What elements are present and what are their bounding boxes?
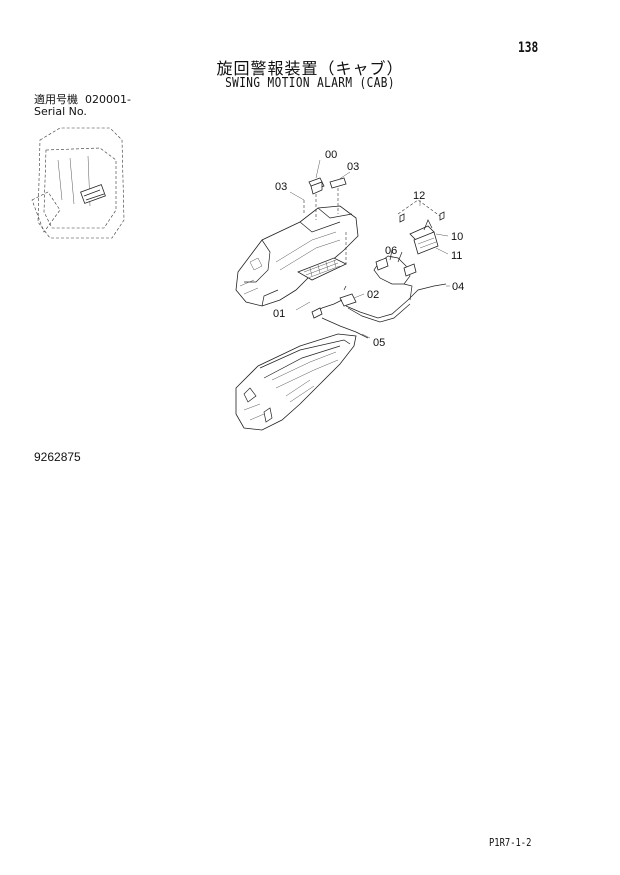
lower-cover <box>235 333 357 431</box>
callout-05: 05 <box>373 337 385 349</box>
leader-02 <box>353 293 365 299</box>
leader-03-right <box>337 171 351 181</box>
panel-01 <box>297 257 347 281</box>
serial-block: 適用号機 020001- Serial No. <box>34 94 131 118</box>
callout-01: 01 <box>273 308 285 320</box>
page-number: 138 <box>518 40 539 56</box>
title-japanese: 旋回警報装置（キャブ） <box>216 59 404 78</box>
title-english: SWING MOTION ALARM (CAB) <box>225 76 395 91</box>
page-reference: P1R7-1-2 <box>489 836 532 849</box>
serial-value: 020001- <box>85 93 131 106</box>
callout-11: 11 <box>451 250 462 262</box>
callout-04: 04 <box>452 281 464 293</box>
cable-05 <box>311 299 369 339</box>
leader-05 <box>361 333 371 339</box>
console-body <box>235 205 359 307</box>
locator-highlight <box>80 184 106 204</box>
callout-12: 12 <box>413 190 425 202</box>
leader-00 <box>315 159 321 179</box>
cap-03-right <box>329 177 347 189</box>
callout-10: 10 <box>451 231 463 243</box>
locator-thumbnail <box>31 127 125 239</box>
drawing-number: 9262875 <box>34 450 81 464</box>
leader-01 <box>295 301 311 311</box>
callout-00: 00 <box>325 149 337 161</box>
bracket-assembly <box>397 199 445 255</box>
leader-11 <box>435 247 449 255</box>
connector-02 <box>339 285 357 307</box>
leader-10 <box>435 233 449 237</box>
harness-assembly <box>345 249 447 323</box>
applicable-label: 適用号機 <box>34 93 78 106</box>
leader-03-left <box>289 191 305 201</box>
serial-label: Serial No. <box>34 105 87 118</box>
callout-02: 02 <box>367 289 379 301</box>
callout-03-left: 03 <box>275 181 287 193</box>
callout-06: 06 <box>385 245 397 257</box>
callout-03-right: 03 <box>347 161 359 173</box>
switch-00 <box>308 177 325 195</box>
